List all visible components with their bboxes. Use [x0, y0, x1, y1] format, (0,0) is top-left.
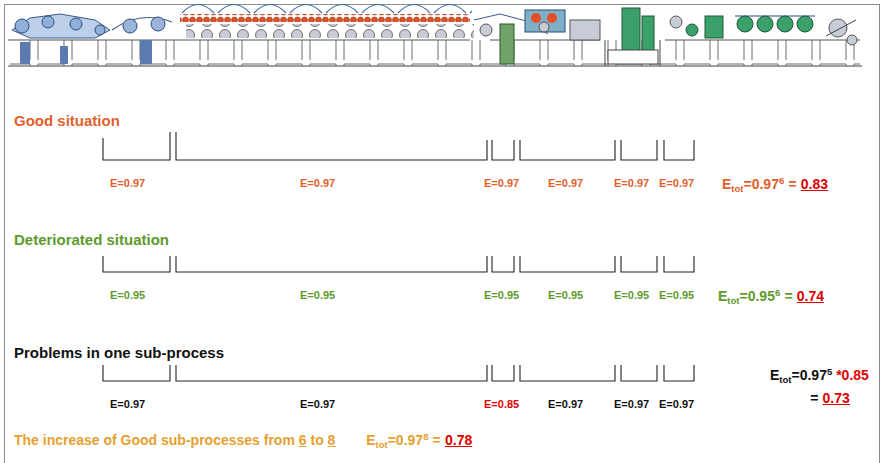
label-text: E=0.97: [110, 398, 145, 410]
label-text: =: [433, 432, 441, 448]
figure-frame: [5, 5, 880, 463]
efficiency-value: E=0.95: [548, 289, 583, 302]
label-text: 0.83: [801, 176, 828, 192]
situation-heading: Deteriorated situation: [14, 231, 169, 249]
label-text: =: [810, 390, 818, 406]
efficiency-value: E=0.97: [614, 398, 649, 411]
label-text: E=0.97: [614, 177, 649, 189]
label-text: E=0.97: [300, 398, 335, 410]
label-text: E=0.97: [300, 177, 335, 189]
label-text: E=0.97: [548, 398, 583, 410]
efficiency-value: E=0.97: [300, 398, 335, 411]
label-text: 6: [775, 287, 780, 298]
efficiency-value: E=0.97: [548, 177, 583, 190]
label-text: E: [718, 288, 727, 304]
label-text: Good situation: [14, 112, 120, 129]
total-formula: Etot=0.975 *0.85: [770, 366, 869, 385]
label-text: E=0.95: [548, 289, 583, 301]
label-text: E=0.95: [614, 289, 649, 301]
label-text: tot: [727, 295, 739, 306]
label-text: E=0.95: [484, 289, 519, 301]
label-text: E=0.95: [659, 289, 694, 301]
efficiency-value: E=0.95: [300, 289, 335, 302]
total-formula: Etot=0.956 = 0.74: [718, 287, 824, 306]
label-text: 5: [827, 366, 832, 377]
label-text: 0.73: [823, 390, 850, 406]
label-text: =: [788, 176, 796, 192]
situation-heading: Good situation: [14, 112, 120, 130]
efficiency-value: E=0.97: [659, 398, 694, 411]
label-text: =0.95: [740, 288, 775, 304]
efficiency-value: E=0.97: [300, 177, 335, 190]
total-formula: = 0.73: [806, 390, 850, 407]
label-text: E: [722, 176, 731, 192]
situation-heading: Problems in one sub-process: [14, 344, 224, 362]
efficiency-value: E=0.95: [484, 289, 519, 302]
label-text: E=0.97: [659, 177, 694, 189]
efficiency-value: E=0.97: [548, 398, 583, 411]
efficiency-value: E=0.95: [110, 289, 145, 302]
label-text: 0.74: [797, 288, 824, 304]
label-text: E=0.85: [484, 398, 519, 410]
label-text: =0.97: [792, 367, 827, 383]
efficiency-value: E=0.95: [659, 289, 694, 302]
sub-process-brackets: [103, 132, 694, 381]
label-text: Problems in one sub-process: [14, 344, 224, 361]
efficiency-value: E=0.97: [659, 177, 694, 190]
label-text: E=0.97: [659, 398, 694, 410]
label-text: E: [366, 432, 375, 448]
label-text: 6: [299, 432, 307, 448]
label-text: =: [784, 288, 792, 304]
efficiency-value: E=0.97: [110, 177, 145, 190]
increase-note: The increase of Good sub-processes from6…: [14, 431, 472, 450]
label-text: 6: [779, 175, 784, 186]
label-text: 8: [423, 431, 428, 442]
label-text: tot: [779, 374, 791, 385]
efficiency-value: E=0.97: [614, 177, 649, 190]
label-text: E=0.97: [484, 177, 519, 189]
label-text: E=0.95: [110, 289, 145, 301]
label-text: E=0.95: [300, 289, 335, 301]
label-text: E=0.97: [110, 177, 145, 189]
efficiency-value: E=0.97: [484, 177, 519, 190]
label-text: =0.97: [388, 432, 423, 448]
paper-machine: [8, 3, 862, 66]
label-text: Deteriorated situation: [14, 231, 169, 248]
label-text: =0.97: [744, 176, 779, 192]
label-text: The increase of Good sub-processes from: [14, 432, 295, 448]
total-formula: Etot=0.976 = 0.83: [722, 175, 828, 194]
efficiency-value: E=0.85: [484, 398, 519, 411]
label-text: *0.85: [836, 367, 869, 383]
label-text: tot: [376, 439, 388, 450]
label-text: E=0.97: [548, 177, 583, 189]
efficiency-value: E=0.95: [614, 289, 649, 302]
label-text: E: [770, 367, 779, 383]
efficiency-value: E=0.97: [110, 398, 145, 411]
label-text: 8: [328, 432, 336, 448]
label-text: E=0.97: [614, 398, 649, 410]
label-text: tot: [731, 183, 743, 194]
label-text: 0.78: [445, 432, 472, 448]
label-text: to: [310, 432, 323, 448]
